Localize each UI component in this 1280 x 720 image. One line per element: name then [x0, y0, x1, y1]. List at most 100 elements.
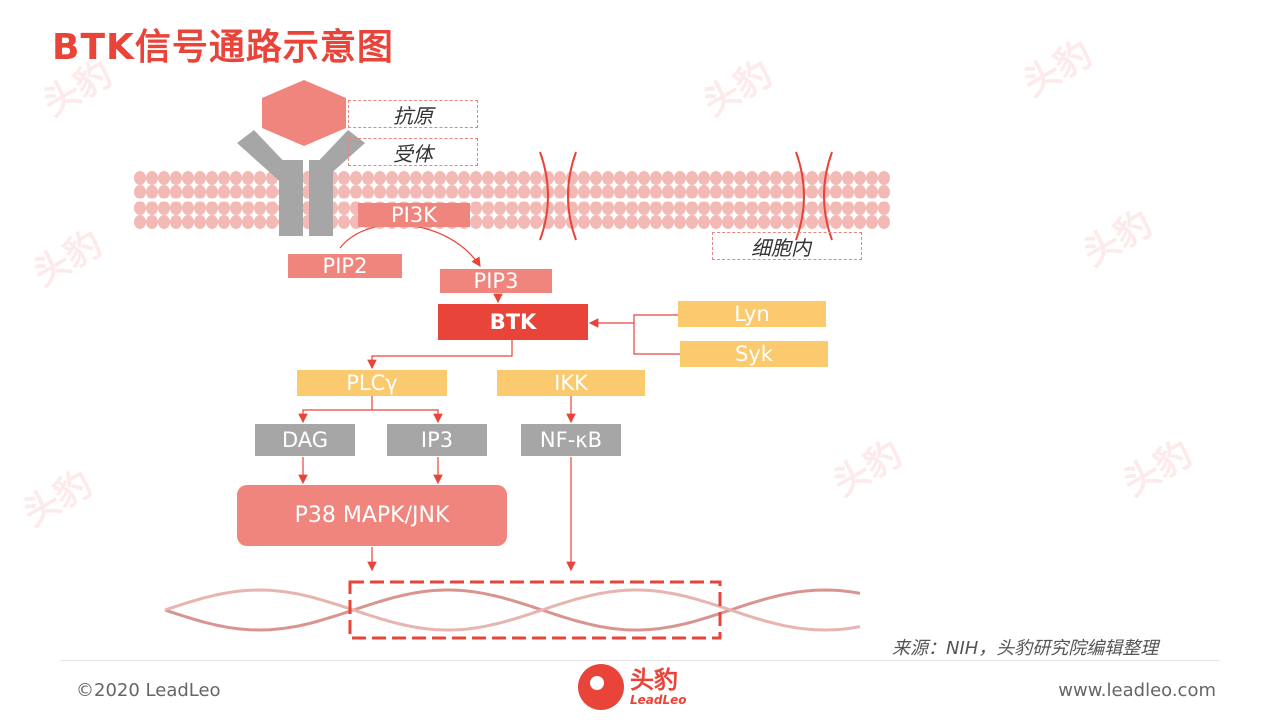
footer-website: www.leadleo.com — [1058, 680, 1216, 701]
membrane-bead — [158, 215, 170, 229]
dna-helix — [164, 588, 861, 632]
membrane-bead — [230, 215, 242, 229]
membrane-bead — [338, 215, 350, 229]
membrane-bead — [662, 215, 674, 229]
membrane-bead — [866, 171, 878, 185]
intracellular-label: 细胞内 — [712, 232, 862, 260]
membrane-bead — [698, 201, 710, 215]
membrane-bead — [338, 171, 350, 185]
membrane-bead — [686, 171, 698, 185]
membrane-bead — [494, 171, 506, 185]
membrane-bead — [482, 171, 494, 185]
membrane-bead — [170, 201, 182, 215]
membrane-bead — [542, 171, 554, 185]
membrane-bead — [398, 171, 410, 185]
membrane-bead — [170, 185, 182, 199]
node-p38-mapk-jnk: P38 MAPK/JNK — [237, 485, 507, 546]
membrane-bead — [710, 201, 722, 215]
membrane-bead — [854, 185, 866, 199]
membrane-bead — [830, 201, 842, 215]
membrane-bead — [434, 171, 446, 185]
membrane-channel — [539, 151, 833, 241]
membrane-bead — [230, 185, 242, 199]
membrane-bead — [338, 185, 350, 199]
antigen-hexagon — [262, 80, 346, 146]
membrane-bead — [722, 185, 734, 199]
membrane-bead — [170, 215, 182, 229]
membrane-bead — [494, 201, 506, 215]
membrane-bead — [530, 201, 542, 215]
membrane-bead — [602, 215, 614, 229]
membrane-bead — [158, 201, 170, 215]
membrane-bead — [470, 215, 482, 229]
membrane-bead — [782, 201, 794, 215]
membrane-bead — [758, 201, 770, 215]
membrane-bead — [578, 201, 590, 215]
membrane-bead — [374, 185, 386, 199]
membrane-bead — [158, 185, 170, 199]
node-ikk: IKK — [497, 370, 645, 396]
membrane-bead — [818, 171, 830, 185]
membrane-bead — [830, 171, 842, 185]
membrane-bead — [650, 171, 662, 185]
membrane-bead — [614, 215, 626, 229]
membrane-bead — [578, 185, 590, 199]
membrane-bead — [806, 185, 818, 199]
intracellular-label-text: 细胞内 — [751, 235, 811, 260]
membrane-bead — [410, 185, 422, 199]
membrane-bead — [746, 171, 758, 185]
membrane-bead — [638, 171, 650, 185]
membrane-bead — [746, 201, 758, 215]
membrane-bead — [662, 201, 674, 215]
membrane-bead — [218, 201, 230, 215]
membrane-bead — [710, 215, 722, 229]
membrane-bead — [638, 215, 650, 229]
node-syk: Syk — [680, 341, 828, 367]
membrane-bead — [254, 185, 266, 199]
membrane-bead — [878, 215, 890, 229]
membrane-bead — [770, 201, 782, 215]
footer-copyright: ©2020 LeadLeo — [76, 680, 221, 701]
membrane-core — [132, 198, 900, 202]
membrane-bead — [458, 171, 470, 185]
membrane-bead — [626, 171, 638, 185]
membrane-bead — [782, 171, 794, 185]
membrane-bead — [218, 185, 230, 199]
membrane-bead — [746, 215, 758, 229]
node-btk: BTK — [438, 304, 588, 340]
membrane-bead — [242, 171, 254, 185]
membrane-bead — [614, 185, 626, 199]
membrane-bead — [242, 201, 254, 215]
membrane-bead — [854, 201, 866, 215]
membrane-bead — [602, 185, 614, 199]
membrane-bead — [782, 185, 794, 199]
membrane-bead — [386, 171, 398, 185]
membrane-bead — [854, 215, 866, 229]
membrane-bead — [530, 215, 542, 229]
membrane-bead — [242, 215, 254, 229]
membrane-bead — [842, 171, 854, 185]
membrane-bead — [530, 171, 542, 185]
membrane-bead — [578, 171, 590, 185]
source-note: 来源：NIH，头豹研究院编辑整理 — [892, 638, 1159, 659]
membrane-bead — [206, 171, 218, 185]
membrane-bead — [386, 185, 398, 199]
membrane-bead — [362, 171, 374, 185]
footer-divider — [60, 660, 1220, 661]
leadleo-logo: 头豹 LeadLeo — [578, 664, 687, 710]
membrane-bead — [770, 171, 782, 185]
membrane-bead — [206, 215, 218, 229]
node-plcy: PLCγ — [297, 370, 447, 396]
leopard-icon — [578, 664, 624, 710]
membrane-bead — [758, 215, 770, 229]
membrane-bead — [674, 201, 686, 215]
node-pi3k: PI3K — [358, 203, 470, 227]
antigen-label: 抗原 — [348, 100, 478, 128]
membrane-bead — [230, 171, 242, 185]
membrane-bead — [590, 171, 602, 185]
membrane-bead — [842, 201, 854, 215]
membrane-bead — [842, 185, 854, 199]
membrane-bead — [506, 215, 518, 229]
membrane-bead — [158, 171, 170, 185]
membrane-bead — [806, 215, 818, 229]
